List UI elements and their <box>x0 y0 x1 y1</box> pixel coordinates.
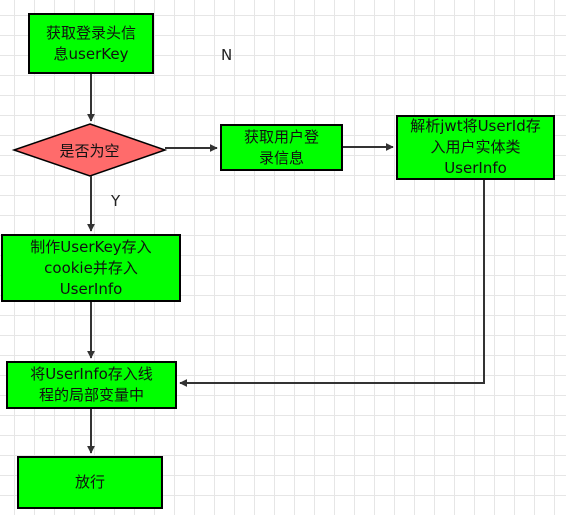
node-allow-pass: 放行 <box>17 456 163 509</box>
node-get-user-login-info-label: 获取用户登 录信息 <box>243 127 319 167</box>
edge-label-yes: Y <box>111 192 121 210</box>
node-get-user-login-info: 获取用户登 录信息 <box>220 124 343 171</box>
node-get-header-userkey-label: 获取登录头信 息userKey <box>45 23 136 63</box>
node-get-header-userkey: 获取登录头信 息userKey <box>28 13 154 74</box>
node-create-userkey: 制作UserKey存入 cookie并存入 UserInfo <box>1 234 181 302</box>
edge-label-no: N <box>221 46 233 64</box>
node-store-thread-local-label: 将UserInfo存入线 程的局部变量中 <box>30 365 153 404</box>
node-store-thread-local: 将UserInfo存入线 程的局部变量中 <box>6 361 177 409</box>
node-create-userkey-label: 制作UserKey存入 cookie并存入 UserInfo <box>30 237 152 298</box>
decision-label: 是否为空 <box>59 141 120 160</box>
node-parse-jwt: 解析jwt将UserId存 入用户实体类 UserInfo <box>396 115 555 180</box>
edge-parse-jwt-to-thread-local <box>179 180 485 387</box>
node-allow-pass-label: 放行 <box>74 473 105 491</box>
node-parse-jwt-label: 解析jwt将UserId存 入用户实体类 UserInfo <box>410 117 541 177</box>
